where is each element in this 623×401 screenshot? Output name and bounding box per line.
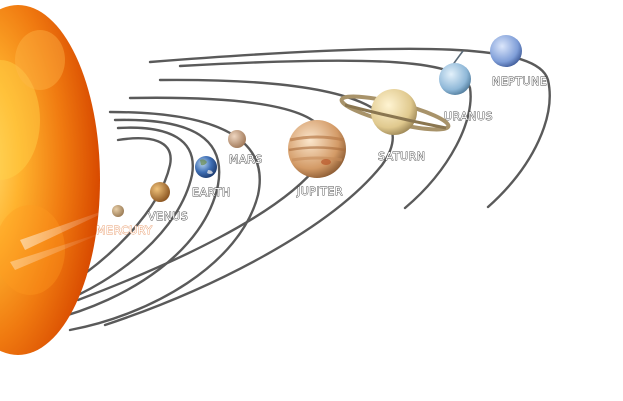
orbit-neptune [148, 47, 551, 209]
saturn-label: SATURN [378, 150, 426, 163]
orbit-mercury [58, 137, 172, 292]
orbit-saturn [103, 78, 394, 327]
planet-mars [228, 130, 246, 148]
jupiter-label: JUPITER [296, 185, 343, 198]
mars-label: MARS [229, 153, 263, 166]
planet-uranus [439, 50, 471, 95]
mercury-label: MERCURY [96, 224, 152, 237]
planet-mercury [112, 205, 124, 217]
venus-label: VENUS [148, 210, 188, 223]
neptune-label: NEPTUNE [492, 75, 547, 88]
orbit-earth [48, 118, 221, 322]
sun [0, 5, 120, 355]
earth-label: EARTH [192, 186, 231, 199]
orbit-mars [68, 110, 261, 332]
planet-venus [150, 182, 170, 202]
planet-saturn [339, 89, 451, 135]
planet-earth [195, 156, 217, 178]
planet-jupiter [288, 120, 346, 178]
planet-neptune [490, 35, 522, 67]
orbit-venus [53, 126, 194, 307]
uranus-label: URANUS [444, 110, 493, 123]
